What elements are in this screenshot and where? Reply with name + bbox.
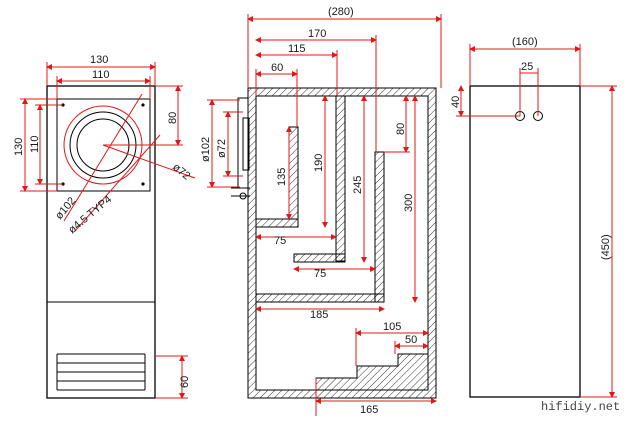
dim-front-width-inner: 110 (92, 69, 110, 81)
dim-side-depth: (160) (512, 36, 538, 48)
dim-section-d72: ø72 (216, 139, 228, 158)
dim-section-d102: ø102 (200, 137, 212, 162)
dim-section-165: 165 (360, 404, 378, 416)
dim-side-port-offset: 40 (450, 96, 462, 108)
dim-section-245: 245 (352, 176, 364, 194)
dim-section-50: 50 (405, 334, 417, 346)
screw-hole-icon (141, 103, 145, 107)
screw-hole-icon (141, 182, 145, 186)
inner-panel (288, 126, 299, 220)
dim-section-170: 170 (308, 28, 326, 40)
inner-panel (374, 151, 385, 303)
dim-front-port-height: 60 (179, 376, 191, 388)
front-view: 130 110 130 110 80 ø102 ø4.5 TYP4 ø72 60 (13, 54, 196, 399)
dim-front-circle: ø72 (170, 161, 192, 182)
dim-front-width-outer: 130 (90, 54, 108, 66)
dim-section-60: 60 (271, 62, 283, 74)
dim-section-75b: 75 (314, 268, 326, 280)
dim-side-height: (450) (600, 234, 612, 260)
leader-line (102, 144, 196, 179)
dim-section-total-width: (280) (328, 6, 354, 18)
section-view: (280) 170 115 60 135 190 245 300 80 75 7… (200, 6, 442, 416)
dim-front-height-outer: 130 (13, 138, 25, 156)
rear-panel-outline (469, 85, 581, 398)
dim-front-height-inner: 110 (29, 135, 41, 153)
inner-panel (335, 95, 346, 262)
dim-section-190: 190 (313, 154, 325, 172)
dim-section-185: 185 (310, 309, 328, 321)
dim-section-300: 300 (403, 194, 415, 212)
leader-line (74, 134, 161, 232)
side-view: (160) 25 40 (450) (450, 36, 617, 398)
dim-section-105: 105 (383, 321, 401, 333)
leader-line (63, 93, 143, 222)
dim-section-75a: 75 (274, 235, 286, 247)
inner-panel (255, 293, 385, 303)
dim-front-offset-top: 80 (167, 112, 179, 124)
dim-section-135: 135 (276, 168, 288, 186)
port-steps (315, 353, 429, 391)
driver-magnet (242, 117, 250, 171)
inner-panel (255, 218, 299, 228)
inner-panel (293, 253, 346, 263)
dim-side-port-spacing: 25 (521, 61, 533, 73)
dim-section-115: 115 (288, 43, 306, 55)
dim-section-80: 80 (395, 123, 407, 135)
front-panel-outline (46, 85, 156, 399)
watermark: hifidiy.net (541, 400, 620, 414)
